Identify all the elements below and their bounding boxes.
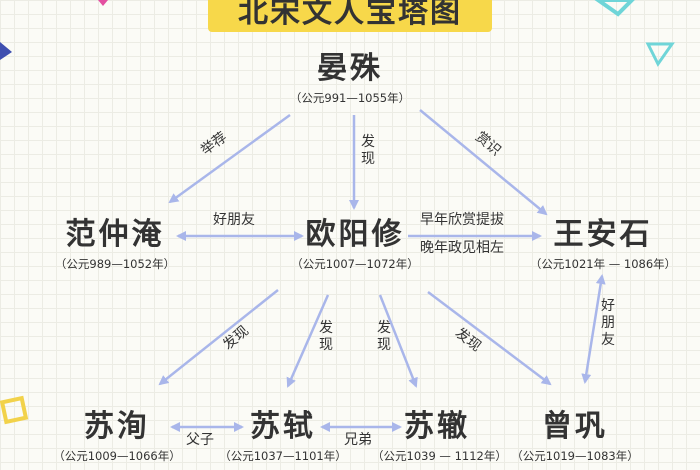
arrow-ouyang-suxun [158,289,279,386]
node-sushi: 苏轼 （公元1037—1101年） [218,410,348,464]
node-dates: （公元1037—1101年） [219,449,347,463]
node-name: 范仲淹 [65,217,165,252]
blue-triangle-deco-left [0,42,12,60]
node-dates: （公元1021年 — 1086年） [529,257,677,271]
node-zenggong: 曾巩 （公元1019—1083年） [510,410,640,464]
edge-label-suxun-sushi: 父子 [186,432,214,448]
edge-label-ouyang-wang-bottom: 晚年政见相左 [420,240,504,256]
node-name: 晏殊 [317,51,383,86]
node-dates: （公元1007—1072年） [291,257,419,271]
arrow-ouyang-sushi [286,294,330,388]
yellow-square-deco [0,395,29,425]
node-name: 苏轼 [250,409,316,444]
edge-label-ouyang-suzhe: 发现 [377,320,391,353]
edge-label-fan-ouyang: 好朋友 [213,212,255,228]
edge-label-ouyang-sushi: 发现 [319,320,333,353]
edge-label-yanshu-ouyang: 发现 [361,134,375,167]
node-ouyangxiu: 欧阳修 （公元1007—1072年） [280,218,430,272]
node-name: 欧阳修 [305,217,405,252]
node-yanshu: 晏殊 （公元991—1055年） [270,52,430,106]
node-suzhe: 苏辙 （公元1039 — 1112年） [372,409,507,464]
teal-triangle-deco-right [645,42,675,67]
node-name: 苏洵 [84,409,150,444]
edge-label-ouyang-wang-top: 早年欣赏提拔 [420,212,504,228]
arrow-ouyang-suzhe [378,294,418,388]
arrow-ouyang-zeng [427,291,552,386]
arrow-yanshu-wang [419,109,548,216]
node-fanzhongyan: 范仲淹 （公元989—1052年） [40,218,190,272]
pink-triangle-deco [98,0,108,6]
teal-triangle-deco-top [594,0,635,17]
node-name: 王安石 [553,217,653,252]
title-banner: 北宋文人宝塔图 [208,0,492,32]
edge-label-wang-zeng: 好朋友 [601,298,615,348]
node-dates: （公元1019—1083年） [511,449,639,463]
node-wanganshi: 王安石 （公元1021年 — 1086年） [518,218,688,272]
node-dates: （公元1009—1066年） [53,449,181,463]
node-dates: （公元1039 — 1112年） [372,449,507,463]
edge-label-sushi-suzhe: 兄弟 [344,432,372,448]
diagram-title: 北宋文人宝塔图 [238,0,462,30]
node-suxun: 苏洵 （公元1009—1066年） [52,410,182,464]
node-name: 苏辙 [404,409,470,444]
arrow-wang-zeng [581,274,606,384]
node-dates: （公元991—1055年） [289,91,411,105]
node-name: 曾巩 [542,409,608,444]
arrow-yanshu-fan [168,113,291,204]
node-dates: （公元989—1052年） [54,257,176,271]
